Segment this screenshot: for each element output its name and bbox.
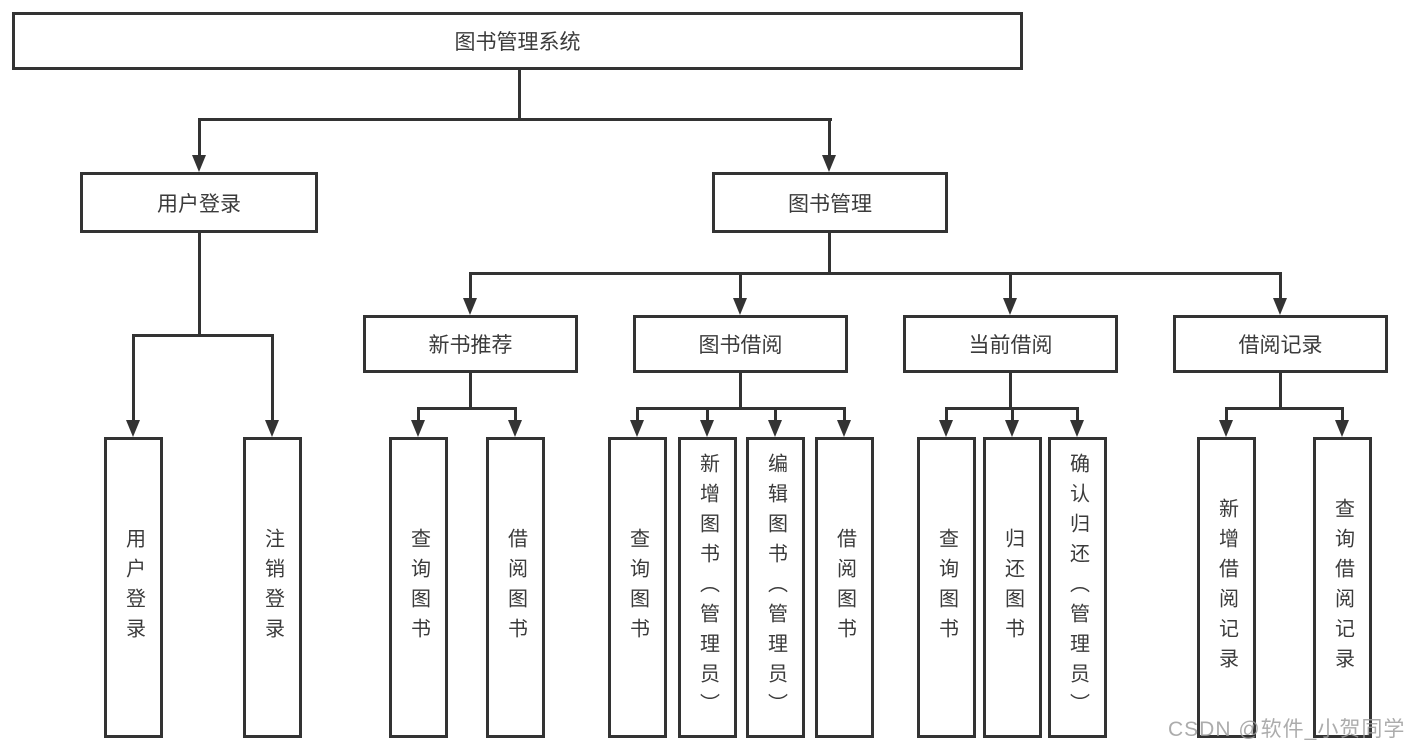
leaf-label: 注销登录 bbox=[261, 527, 284, 648]
node-library-system: 图书管理系统 bbox=[12, 12, 1023, 70]
connector-to-borrowing-records bbox=[1279, 272, 1282, 302]
arrowhead-leaf bbox=[700, 420, 714, 437]
connector-leaf-stem bbox=[1225, 407, 1228, 423]
connector-leaf-stem bbox=[417, 407, 420, 423]
connector-leaf-stem bbox=[945, 407, 948, 423]
leaf-label: 用户登录 bbox=[122, 527, 145, 648]
node-current-borrowing: 当前借阅 bbox=[903, 315, 1118, 373]
node-borrowing-records: 借阅记录 bbox=[1173, 315, 1388, 373]
arrowhead-book-management bbox=[822, 155, 836, 172]
arrowhead-borrowing-records bbox=[1273, 298, 1287, 315]
connector-to-current-borrowing bbox=[1009, 272, 1012, 302]
leaf-add-books-admin: 新增图书（管理员） bbox=[678, 437, 737, 738]
connector-leaf-stem bbox=[1011, 407, 1014, 423]
connector-leaf-stem bbox=[1341, 407, 1344, 423]
leaf-label: 查询图书 bbox=[935, 527, 958, 648]
leaf-label: 确认归还（管理员） bbox=[1066, 452, 1089, 723]
connector-user-login-stem bbox=[198, 231, 201, 337]
arrowhead-leaf-user-login bbox=[126, 420, 140, 437]
leaf-logout: 注销登录 bbox=[243, 437, 302, 738]
connector-to-new-book-recommend bbox=[469, 272, 472, 302]
leaf-return-books: 归还图书 bbox=[983, 437, 1042, 738]
leaf-label: 归还图书 bbox=[1001, 527, 1024, 648]
connector-to-leaf-user-login bbox=[132, 334, 135, 422]
leaf-label: 新增图书（管理员） bbox=[696, 452, 719, 723]
arrowhead-leaf bbox=[1005, 420, 1019, 437]
connector-root-stem bbox=[518, 68, 521, 121]
leaf-borrow-books: 借阅图书 bbox=[815, 437, 874, 738]
connector-recommend-stem bbox=[469, 371, 472, 410]
connector-book-management-stem bbox=[828, 231, 831, 275]
connector-to-user-login bbox=[198, 118, 201, 158]
arrowhead-leaf bbox=[837, 420, 851, 437]
connector-to-book-management bbox=[828, 118, 831, 158]
arrowhead-leaf bbox=[411, 420, 425, 437]
connector-leaf-stem bbox=[843, 407, 846, 423]
arrowhead-leaf bbox=[768, 420, 782, 437]
leaf-label: 查询图书 bbox=[407, 527, 430, 648]
arrowhead-leaf bbox=[630, 420, 644, 437]
connector-user-login-split bbox=[132, 334, 274, 337]
leaf-label: 编辑图书（管理员） bbox=[764, 452, 787, 723]
connector-level3-split bbox=[469, 272, 1282, 275]
leaf-label: 借阅图书 bbox=[504, 527, 527, 648]
arrowhead-current-borrowing bbox=[1003, 298, 1017, 315]
arrowhead-leaf bbox=[508, 420, 522, 437]
arrowhead-leaf bbox=[1219, 420, 1233, 437]
node-book-management: 图书管理 bbox=[712, 172, 948, 233]
connector-borrowing-stem bbox=[739, 371, 742, 410]
connector-leaf-stem bbox=[1076, 407, 1079, 423]
leaf-label: 查询借阅记录 bbox=[1331, 497, 1354, 678]
leaf-borrow-books-recommend: 借阅图书 bbox=[486, 437, 545, 738]
connector-recommend-split bbox=[417, 407, 517, 410]
connector-leaf-stem bbox=[514, 407, 517, 423]
node-book-borrowing: 图书借阅 bbox=[633, 315, 848, 373]
leaf-label: 借阅图书 bbox=[833, 527, 856, 648]
arrowhead-leaf bbox=[1070, 420, 1084, 437]
leaf-label: 新增借阅记录 bbox=[1215, 497, 1238, 678]
leaf-query-borrow-record: 查询借阅记录 bbox=[1313, 437, 1372, 738]
connector-to-leaf-logout bbox=[271, 334, 274, 422]
arrowhead-leaf bbox=[939, 420, 953, 437]
connector-records-split bbox=[1225, 407, 1344, 410]
arrowhead-user-login bbox=[192, 155, 206, 172]
connector-borrowing-split bbox=[636, 407, 846, 410]
connector-to-book-borrowing bbox=[739, 272, 742, 302]
arrowhead-leaf bbox=[1335, 420, 1349, 437]
leaf-label: 查询图书 bbox=[626, 527, 649, 648]
arrowhead-leaf-logout bbox=[265, 420, 279, 437]
leaf-query-books-borrowing: 查询图书 bbox=[608, 437, 667, 738]
connector-level2-split bbox=[198, 118, 832, 121]
leaf-query-books-current: 查询图书 bbox=[917, 437, 976, 738]
leaf-query-books-recommend: 查询图书 bbox=[389, 437, 448, 738]
leaf-add-borrow-record: 新增借阅记录 bbox=[1197, 437, 1256, 738]
connector-leaf-stem bbox=[774, 407, 777, 423]
connector-leaf-stem bbox=[706, 407, 709, 423]
leaf-confirm-return-admin: 确认归还（管理员） bbox=[1048, 437, 1107, 738]
leaf-user-login: 用户登录 bbox=[104, 437, 163, 738]
node-new-book-recommend: 新书推荐 bbox=[363, 315, 578, 373]
connector-current-stem bbox=[1009, 371, 1012, 410]
node-user-login: 用户登录 bbox=[80, 172, 318, 233]
arrowhead-book-borrowing bbox=[733, 298, 747, 315]
csdn-watermark: CSDN @软件_小贺同学 bbox=[1168, 718, 1405, 741]
connector-leaf-stem bbox=[636, 407, 639, 423]
arrowhead-new-book-recommend bbox=[463, 298, 477, 315]
connector-records-stem bbox=[1279, 371, 1282, 410]
leaf-edit-books-admin: 编辑图书（管理员） bbox=[746, 437, 805, 738]
